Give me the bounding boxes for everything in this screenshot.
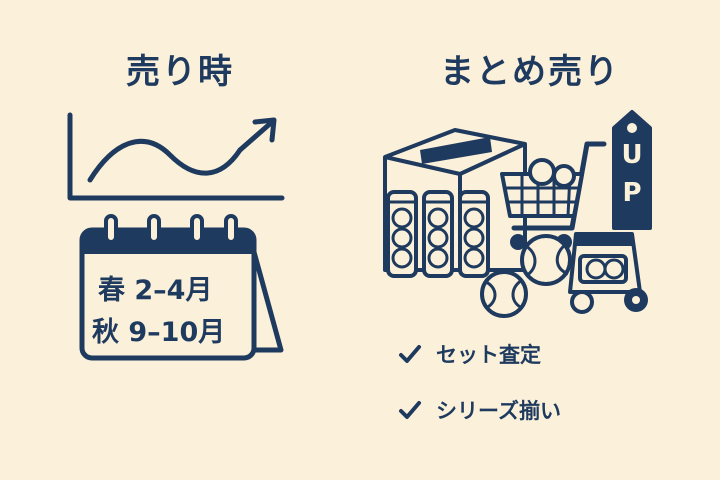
shopping-cart-icon bbox=[500, 141, 607, 250]
calendar-spring-label: 春 2–4月 bbox=[98, 275, 213, 306]
ball-machine-icon bbox=[568, 232, 648, 314]
check-icon bbox=[399, 345, 421, 363]
check-label-series-complete: シリーズ揃い bbox=[436, 399, 561, 423]
check-item-set-appraisal: セット査定 bbox=[398, 338, 541, 370]
trend-chart-icon bbox=[67, 112, 285, 201]
tag-letter-p: P bbox=[622, 178, 642, 208]
heading-selling-time: 売り時 bbox=[126, 52, 234, 92]
check-item-series-complete: シリーズ揃い bbox=[398, 394, 561, 426]
calendar-icon bbox=[79, 214, 284, 361]
check-icon bbox=[399, 401, 421, 419]
heading-bulk-selling: まとめ売り bbox=[440, 52, 620, 92]
tennis-ball-icon bbox=[480, 234, 572, 318]
check-label-set-appraisal: セット査定 bbox=[436, 343, 541, 367]
tag-letter-u: U bbox=[621, 140, 643, 170]
price-tag-icon bbox=[612, 110, 652, 230]
ball-tube-icon bbox=[386, 190, 490, 278]
calendar-autumn-label: 秋 9–10月 bbox=[92, 317, 226, 348]
